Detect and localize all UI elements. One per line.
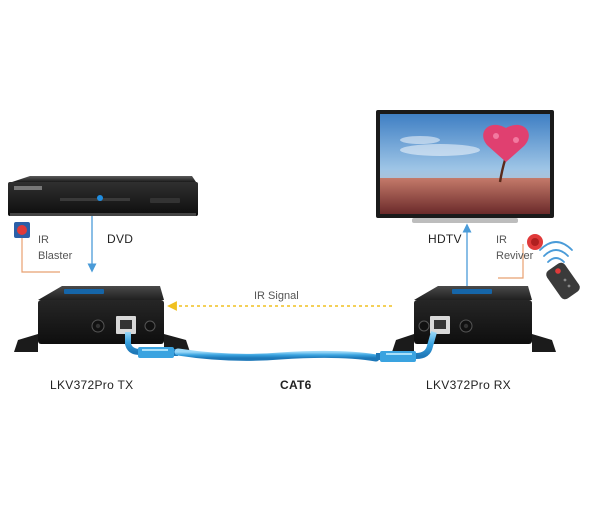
ir-receiver-sensor — [527, 234, 543, 250]
dvd-label: DVD — [107, 232, 134, 246]
cat6-cable — [125, 331, 437, 362]
ir-blaster-wire — [21, 238, 60, 273]
ir-receiver-wire — [498, 244, 524, 279]
ir-blaster-label-line1: IR — [38, 234, 49, 246]
hdtv-label: HDTV — [428, 232, 462, 246]
extender-rx-icon — [392, 286, 556, 352]
ir-waves-icon — [539, 241, 573, 263]
ir-receiver-label-line2: Reviver — [496, 250, 534, 262]
ir-blaster-label-line2: Blaster — [38, 250, 73, 262]
cable-label: CAT6 — [280, 378, 312, 392]
ir-receiver-label-line1: IR — [496, 234, 507, 246]
ir-signal-label: IR Signal — [254, 290, 299, 302]
tv-icon — [376, 110, 554, 223]
ir-receiver-label: IR Reviver — [496, 232, 533, 264]
ir-blaster-label: IR Blaster — [38, 232, 72, 264]
ir-blaster-emitter — [14, 222, 30, 238]
extender-tx-icon — [14, 286, 190, 352]
tx-label: LKV372Pro TX — [50, 378, 134, 392]
dvd-player-icon — [8, 176, 198, 216]
rx-label: LKV372Pro RX — [426, 378, 511, 392]
remote-control-icon — [546, 262, 580, 300]
